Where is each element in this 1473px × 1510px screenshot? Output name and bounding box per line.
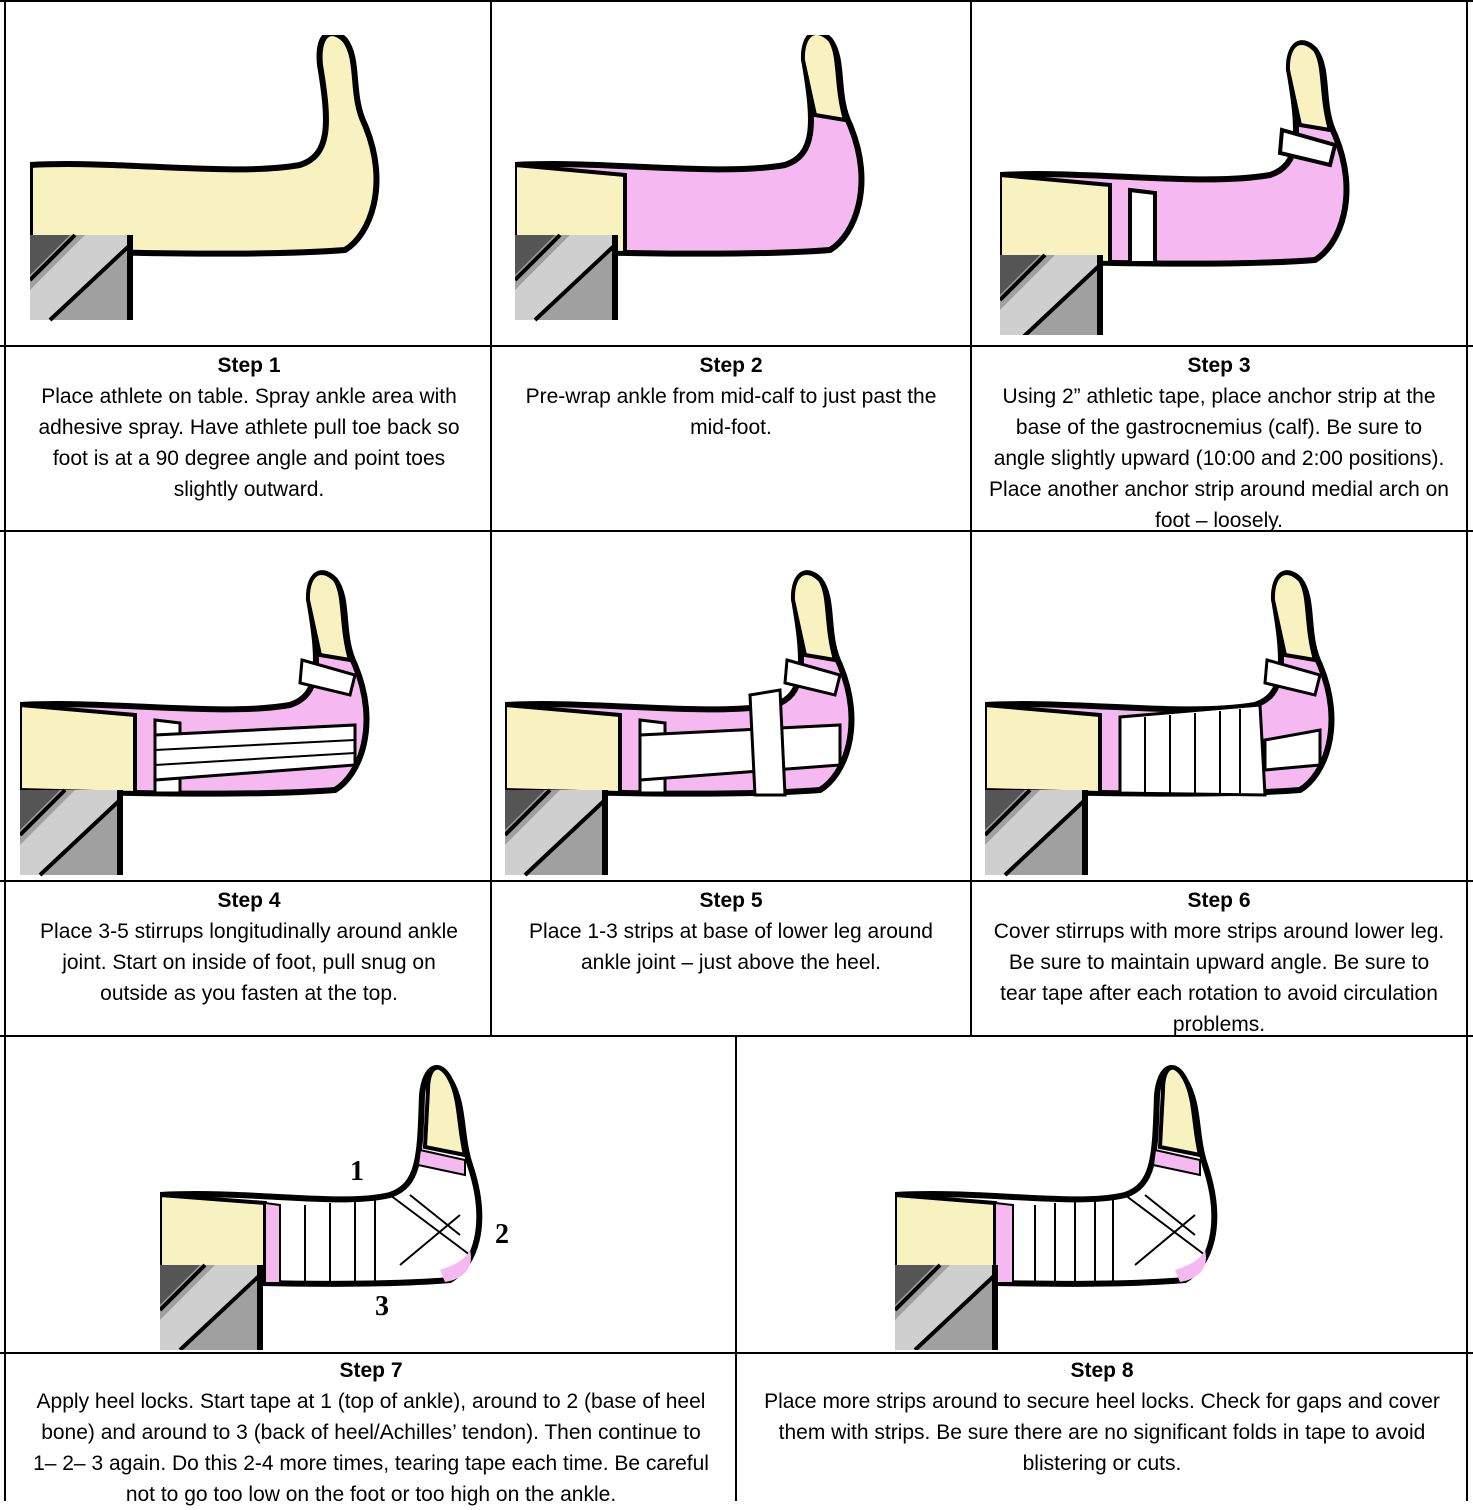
step-2-illustration: [515, 35, 935, 335]
heel-lock-label-3: 3: [375, 1291, 389, 1322]
step-5-illustration: [505, 565, 925, 880]
heel-lock-label-2: 2: [495, 1219, 509, 1250]
step-3-title: Step 3: [974, 350, 1464, 381]
step-7-illustration: 1 2 3: [160, 1065, 540, 1350]
step-7-text: Apply heel locks. Start tape at 1 (top o…: [10, 1386, 732, 1510]
step-4-text: Place 3-5 stirrups longitudinally around…: [10, 916, 488, 1009]
step-8-text: Place more strips around to secure heel …: [740, 1386, 1464, 1479]
step-1-text: Place athlete on table. Spray ankle area…: [10, 381, 488, 505]
step-5-title: Step 5: [494, 885, 968, 916]
step-6-title: Step 6: [974, 885, 1464, 916]
step-7-caption: Step 7 Apply heel locks. Start tape at 1…: [10, 1355, 732, 1510]
heel-lock-label-1: 1: [350, 1156, 364, 1187]
step-6-text: Cover stirrups with more strips around l…: [974, 916, 1464, 1040]
step-1-title: Step 1: [10, 350, 488, 381]
step-3-illustration: [1000, 35, 1420, 335]
step-3-text: Using 2” athletic tape, place anchor str…: [974, 381, 1464, 536]
step-2-title: Step 2: [494, 350, 968, 381]
step-8-caption: Step 8 Place more strips around to secur…: [740, 1355, 1464, 1479]
step-4-illustration: [20, 565, 440, 880]
step-6-caption: Step 6 Cover stirrups with more strips a…: [974, 885, 1464, 1040]
step-4-caption: Step 4 Place 3-5 stirrups longitudinally…: [10, 885, 488, 1009]
step-8-illustration: [895, 1065, 1275, 1350]
step-5-caption: Step 5 Place 1-3 strips at base of lower…: [494, 885, 968, 978]
step-3-caption: Step 3 Using 2” athletic tape, place anc…: [974, 350, 1464, 536]
step-4-title: Step 4: [10, 885, 488, 916]
step-6-illustration: [985, 565, 1405, 880]
step-8-title: Step 8: [740, 1355, 1464, 1386]
step-1-illustration: [30, 35, 450, 335]
step-5-text: Place 1-3 strips at base of lower leg ar…: [494, 916, 968, 978]
step-2-text: Pre-wrap ankle from mid-calf to just pas…: [494, 381, 968, 443]
step-1-caption: Step 1 Place athlete on table. Spray ank…: [10, 350, 488, 505]
step-7-title: Step 7: [10, 1355, 732, 1386]
step-2-caption: Step 2 Pre-wrap ankle from mid-calf to j…: [494, 350, 968, 443]
